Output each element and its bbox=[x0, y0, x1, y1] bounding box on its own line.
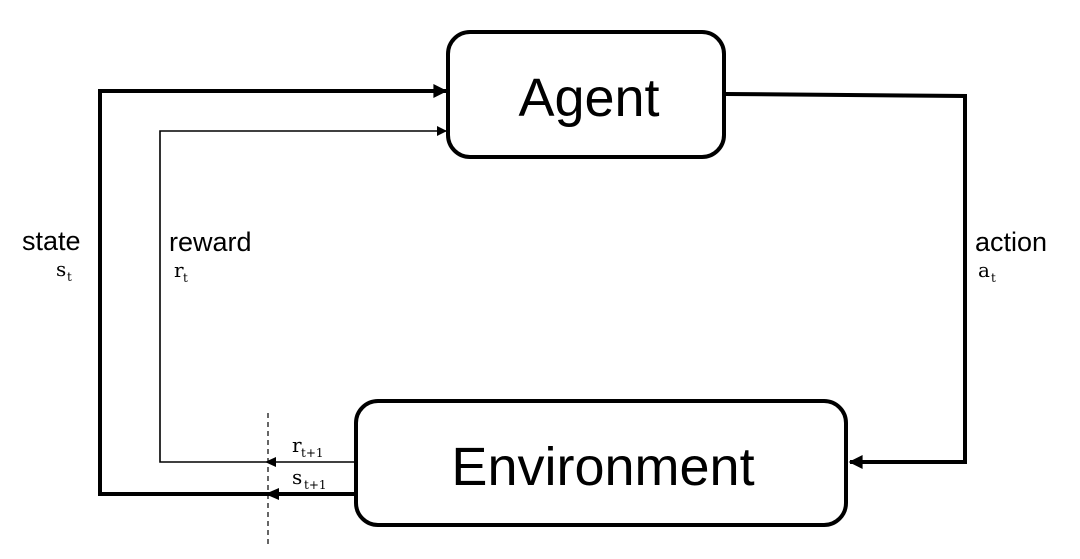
environment-label: Environment bbox=[451, 437, 754, 497]
state-symbol: s bbox=[56, 257, 66, 281]
reward-arrow bbox=[159, 126, 447, 463]
action-arrow bbox=[725, 92, 967, 469]
next-reward-symbol: r bbox=[292, 433, 302, 457]
action-symbol: a bbox=[978, 258, 990, 282]
reward-label: reward bbox=[169, 227, 252, 257]
next-reward-subscript: t+1 bbox=[301, 446, 324, 460]
action-label-group: action a t bbox=[975, 227, 1047, 285]
reward-label-group: reward r t bbox=[169, 227, 252, 285]
environment-node: Environment bbox=[354, 399, 848, 527]
next-reward-arrowhead bbox=[265, 457, 276, 467]
next-state-subscript: t+1 bbox=[304, 478, 327, 492]
environment-box bbox=[354, 399, 848, 527]
state-subscript: t bbox=[67, 270, 72, 284]
next-state-arrowhead bbox=[265, 488, 279, 500]
state-arrow bbox=[98, 84, 448, 496]
next-reward-label-group: r t+1 bbox=[292, 433, 324, 460]
agent-node: Agent bbox=[446, 30, 726, 159]
action-subscript: t bbox=[991, 271, 996, 285]
reward-symbol: r bbox=[174, 258, 184, 282]
next-state-label-group: s t+1 bbox=[292, 465, 327, 492]
reward-subscript: t bbox=[183, 271, 188, 285]
state-label: state bbox=[22, 226, 81, 256]
state-label-group: state s t bbox=[22, 226, 81, 284]
agent-label: Agent bbox=[518, 68, 659, 128]
next-state-symbol: s bbox=[292, 465, 302, 489]
agent-box bbox=[446, 30, 726, 159]
action-label: action bbox=[975, 227, 1047, 257]
